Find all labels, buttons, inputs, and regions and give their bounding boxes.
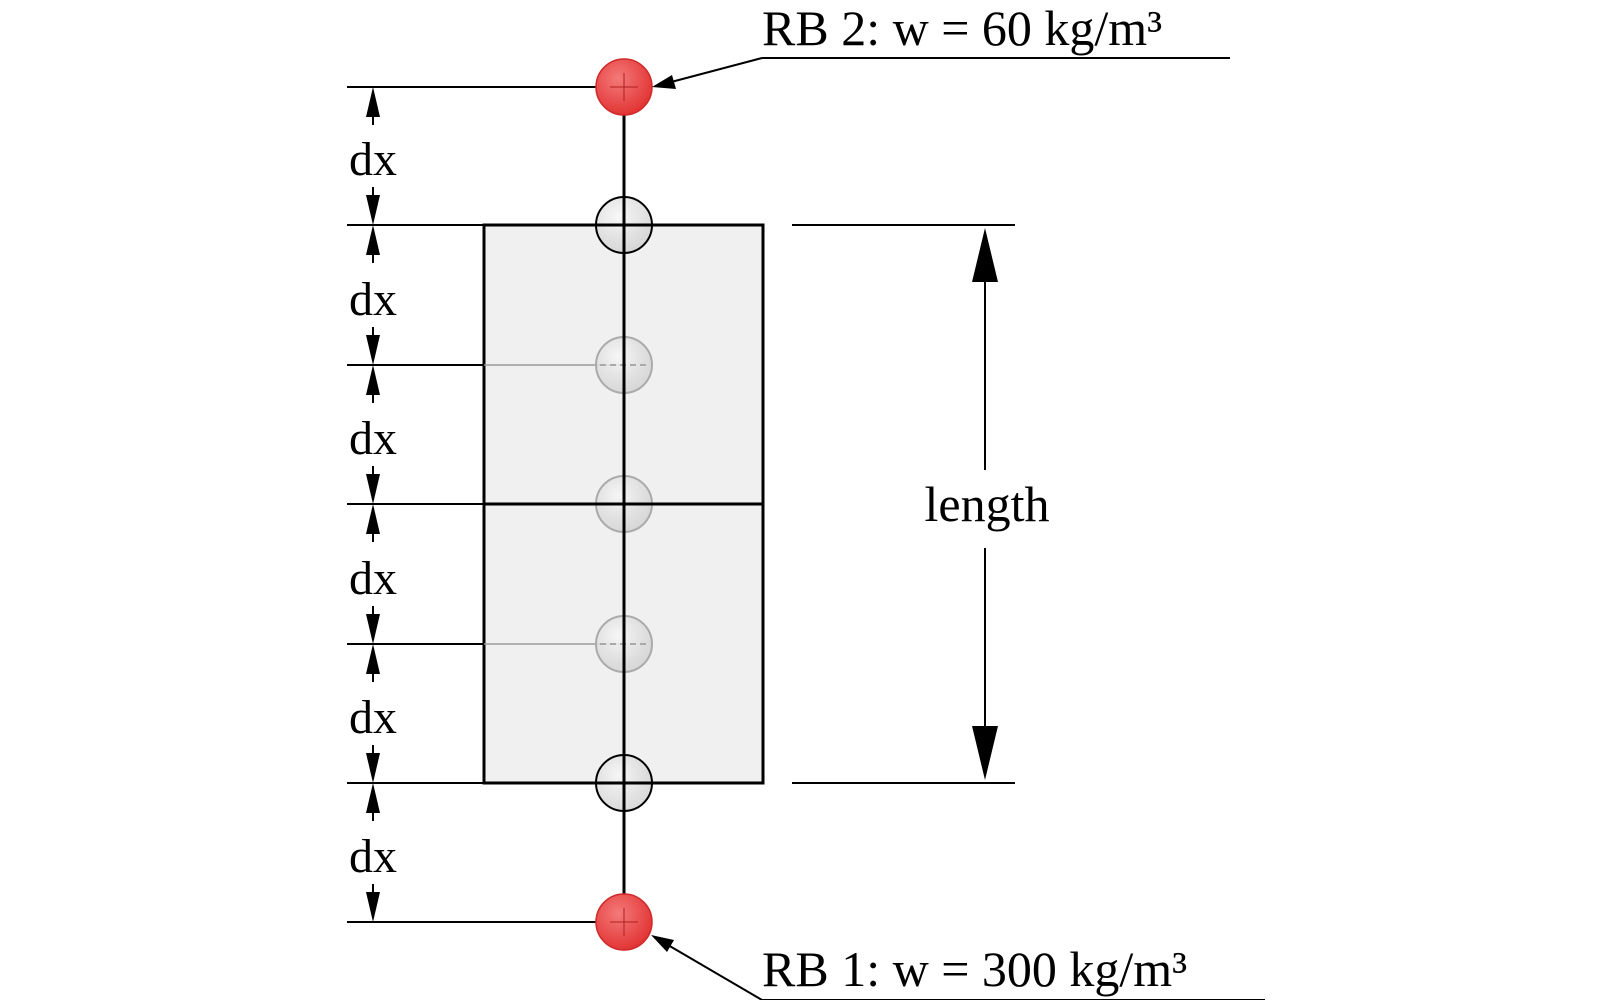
length-label: length xyxy=(925,476,1050,532)
dx-label: dx xyxy=(349,133,397,186)
rb2-label: RB 2: w = 60 kg/m³ xyxy=(762,0,1162,56)
rb2-callout xyxy=(652,57,1230,89)
dx-dimension-arrows xyxy=(366,87,380,922)
rb1-label: RB 1: w = 300 kg/m³ xyxy=(762,941,1187,997)
dx-label: dx xyxy=(349,412,397,465)
dx-label: dx xyxy=(349,552,397,605)
interior-nodes xyxy=(484,87,763,922)
dx-label: dx xyxy=(349,273,397,326)
rb1-callout xyxy=(651,935,1265,1000)
dx-label: dx xyxy=(349,691,397,744)
length-dimension xyxy=(792,224,1015,784)
dx-label: dx xyxy=(349,830,397,883)
